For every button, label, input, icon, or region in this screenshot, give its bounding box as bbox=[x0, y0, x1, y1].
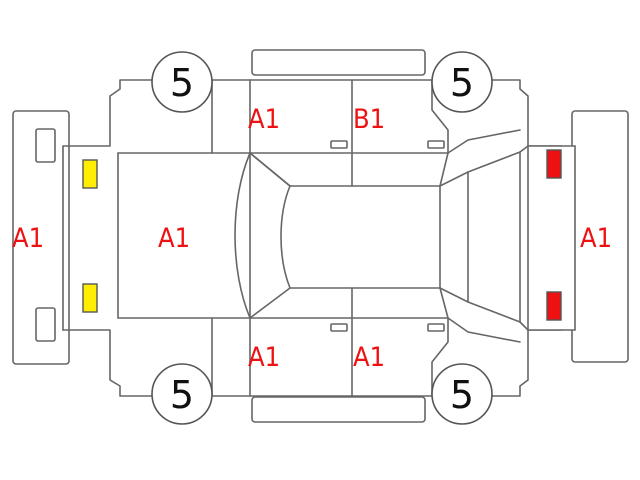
tire-rear-top-number: 5 bbox=[450, 61, 474, 105]
headlamp-top bbox=[82, 159, 98, 189]
side-sill-bottom bbox=[251, 396, 426, 423]
code-rear-door-top: B1 bbox=[353, 104, 385, 135]
tire-rear-bottom-number: 5 bbox=[450, 373, 474, 417]
code-rear-door-bottom: A1 bbox=[353, 342, 385, 373]
side-sill-top bbox=[251, 49, 426, 76]
headlamp-bottom bbox=[82, 283, 98, 313]
code-hood: A1 bbox=[158, 223, 190, 254]
tire-front-bottom: 5 bbox=[151, 363, 213, 425]
car-body bbox=[62, 79, 576, 397]
taillamp-bottom bbox=[546, 291, 562, 321]
tire-rear-bottom: 5 bbox=[431, 363, 493, 425]
code-rear-bumper: A1 bbox=[580, 223, 612, 254]
code-front-door-bottom: A1 bbox=[248, 342, 280, 373]
code-front-door-top: A1 bbox=[248, 104, 280, 135]
tire-front-bottom-number: 5 bbox=[170, 373, 194, 417]
code-front-bumper: A1 bbox=[12, 223, 44, 254]
doors-bottom bbox=[211, 287, 521, 397]
doors-top bbox=[211, 79, 521, 187]
tire-front-top: 5 bbox=[151, 51, 213, 113]
front-bumper bbox=[12, 110, 70, 365]
tire-rear-top: 5 bbox=[431, 51, 493, 113]
tire-front-top-number: 5 bbox=[170, 61, 194, 105]
taillamp-top bbox=[546, 149, 562, 179]
